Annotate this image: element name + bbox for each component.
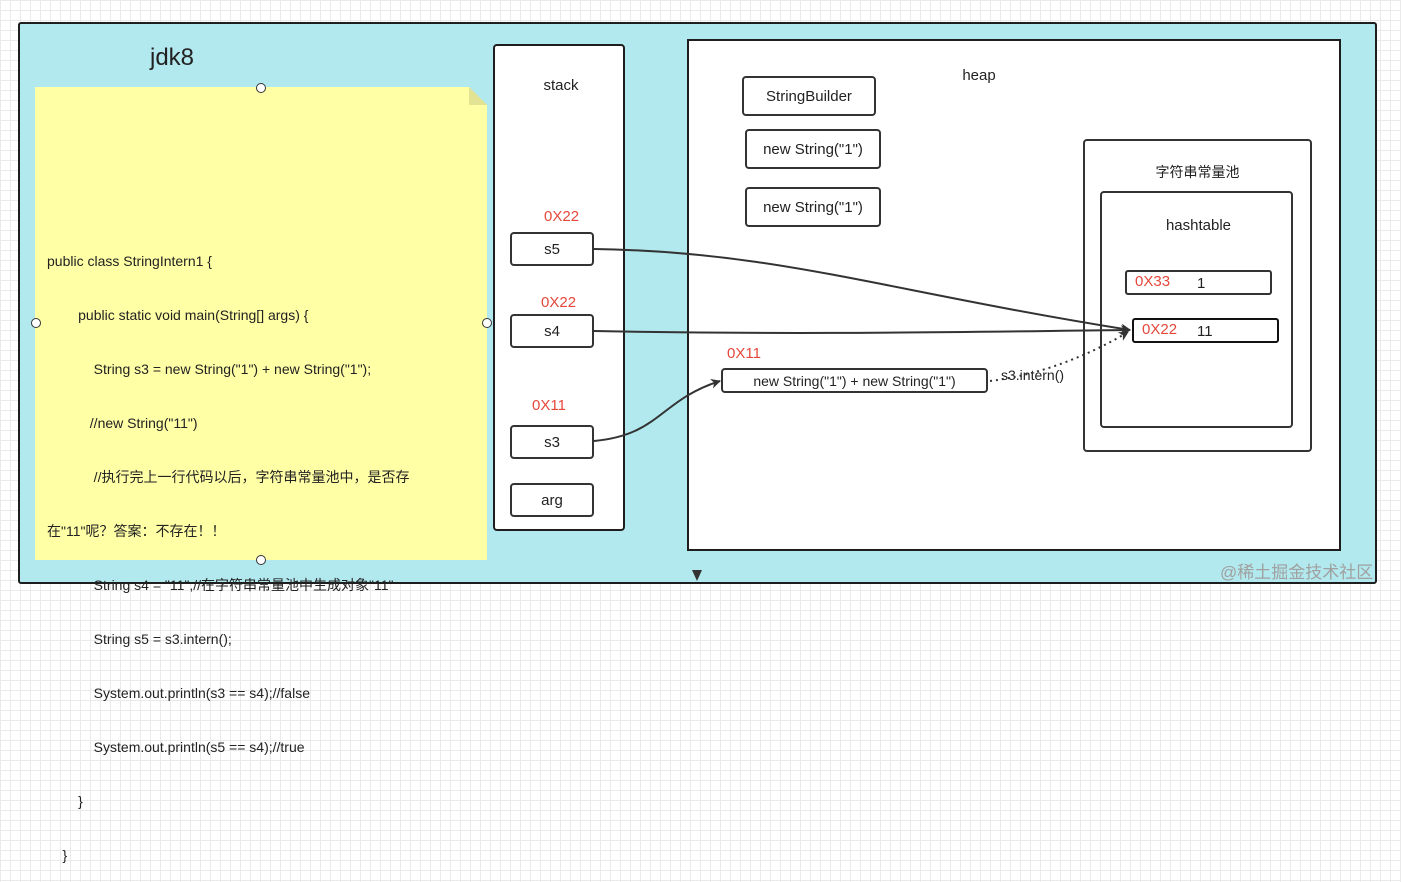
code-line: 在"11"呢？答案：不存在！！ bbox=[47, 523, 226, 539]
pool-entry-0x33[interactable]: 0X33 1 bbox=[1125, 270, 1272, 295]
code-note[interactable] bbox=[35, 87, 487, 560]
stack-addr-s4: 0X22 bbox=[541, 294, 577, 311]
code-line: System.out.println(s5 == s4);//true bbox=[47, 739, 305, 755]
code-line: //执行完上一行代码以后，字符串常量池中，是否存 bbox=[47, 469, 410, 485]
heap-object-new-string-1b[interactable]: new String("1") bbox=[745, 187, 881, 227]
stack-cell-s3[interactable]: s3 bbox=[510, 425, 594, 459]
code-line: String s4 = "11";//在字符串常量池中生成对象"11" bbox=[47, 577, 394, 593]
code-line: //new String("11") bbox=[47, 415, 198, 431]
stack-cell-arg[interactable]: arg bbox=[510, 483, 594, 517]
concat-addr: 0X11 bbox=[727, 345, 761, 362]
string-pool-label: 字符串常量池 bbox=[1155, 164, 1240, 180]
code-line: } bbox=[47, 847, 68, 863]
code-line: String s5 = s3.intern(); bbox=[47, 631, 232, 647]
resize-handle-bottom[interactable] bbox=[256, 555, 266, 565]
hashtable[interactable] bbox=[1100, 191, 1293, 428]
arrow-s3-to-concat bbox=[593, 378, 721, 442]
stack-cell-label: s5 bbox=[544, 240, 560, 258]
heap-object-label: new String("1") bbox=[763, 140, 863, 158]
pool-entry-addr: 0X22 bbox=[1142, 321, 1178, 338]
connector-marker bbox=[692, 570, 702, 581]
pool-entry-value: 1 bbox=[1197, 275, 1206, 292]
heap-object-label: new String("1") bbox=[763, 198, 863, 216]
heap-object-new-string-1a[interactable]: new String("1") bbox=[745, 129, 881, 169]
arrow-intern-to-pool bbox=[989, 331, 1129, 382]
stack-cell-label: s3 bbox=[544, 433, 560, 451]
heap-object-label: new String("1") + new String("1") bbox=[753, 372, 956, 389]
code-line: } bbox=[47, 793, 83, 809]
code-line: public static void main(String[] args) { bbox=[47, 307, 309, 323]
heap-object-concat[interactable]: new String("1") + new String("1") bbox=[721, 368, 988, 393]
heap-label: heap bbox=[962, 67, 996, 84]
resize-handle-top[interactable] bbox=[256, 83, 266, 93]
code-line: System.out.println(s3 == s4);//false bbox=[47, 685, 310, 701]
diagram-title: jdk8 bbox=[150, 44, 195, 71]
stack-addr-s5: 0X22 bbox=[544, 208, 580, 225]
pool-entry-addr: 0X33 bbox=[1135, 273, 1171, 290]
hashtable-label: hashtable bbox=[1165, 217, 1232, 234]
stack-cell-label: arg bbox=[541, 491, 563, 509]
stack-label: stack bbox=[543, 77, 579, 94]
stack-addr-s3: 0X11 bbox=[532, 397, 566, 414]
heap-object-label: StringBuilder bbox=[766, 87, 852, 105]
code-line: String s3 = new String("1") + new String… bbox=[47, 361, 372, 377]
arrow-s4-to-pool bbox=[593, 325, 1131, 336]
pool-entry-0x22[interactable]: 0X22 11 bbox=[1132, 318, 1279, 343]
intern-label: s3.intern() bbox=[1001, 367, 1065, 383]
stack-cell-s5[interactable]: s5 bbox=[510, 232, 594, 266]
watermark: @稀土掘金技术社区 bbox=[1220, 563, 1374, 582]
reference-arrows bbox=[593, 248, 1131, 581]
resize-handle-right[interactable] bbox=[482, 318, 492, 328]
pool-entry-value: 11 bbox=[1197, 323, 1213, 340]
arrow-s5-to-pool bbox=[593, 248, 1131, 334]
heap-object-stringbuilder[interactable]: StringBuilder bbox=[742, 76, 876, 116]
resize-handle-left[interactable] bbox=[31, 318, 41, 328]
note-fold-corner bbox=[469, 87, 487, 105]
stack-cell-s4[interactable]: s4 bbox=[510, 314, 594, 348]
stack-cell-label: s4 bbox=[544, 322, 560, 340]
code-line: public class StringIntern1 { bbox=[47, 253, 212, 269]
